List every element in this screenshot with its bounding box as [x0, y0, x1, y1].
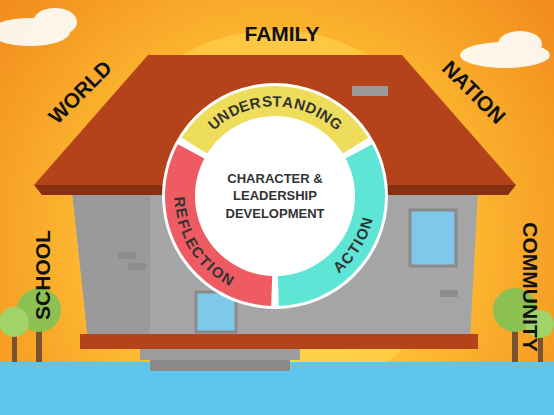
segment-shape — [165, 86, 385, 306]
ring-ground — [162, 83, 388, 309]
context-label: NATION — [439, 57, 510, 128]
arc-letter: S — [261, 93, 272, 109]
segment-fill — [278, 144, 385, 306]
context-label: WORLD — [45, 57, 116, 128]
arc-letter: R — [172, 196, 188, 208]
arc-letter: T — [272, 93, 282, 108]
step — [140, 349, 300, 360]
context-label: FAMILY — [244, 23, 319, 44]
ring-segment: REFLECTION — [165, 86, 385, 306]
segment-fill — [165, 144, 272, 306]
context-label: SCHOOL — [32, 230, 53, 320]
segment-label: REFLECTION — [165, 86, 385, 306]
center-title: CHARACTER & LEADERSHIP DEVELOPMENT — [216, 170, 334, 223]
circle-fill — [195, 116, 355, 276]
house-base — [80, 334, 478, 349]
segment-fill — [182, 86, 369, 154]
arc-letter: R — [248, 95, 262, 112]
house-wall-shade — [72, 190, 150, 340]
context-label: COMMUNITY — [520, 222, 541, 352]
chimney-top — [352, 86, 388, 96]
center-circle: CHARACTER & LEADERSHIP DEVELOPMENT — [195, 116, 355, 276]
window — [410, 210, 456, 266]
step — [150, 360, 290, 371]
